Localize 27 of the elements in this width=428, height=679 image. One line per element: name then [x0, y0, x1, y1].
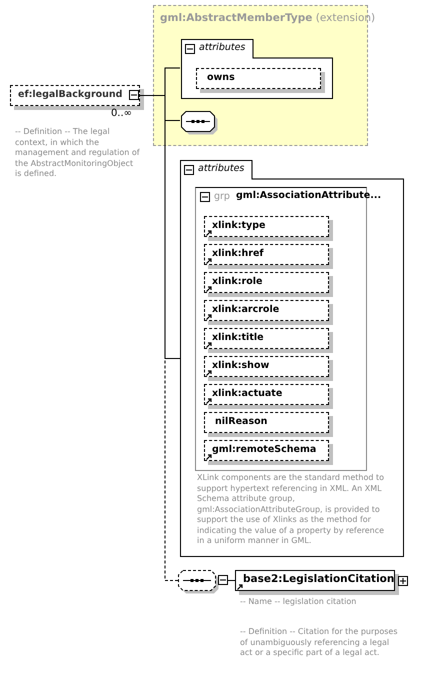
attribute-name: xlink:title: [212, 332, 264, 343]
element-name: ef:legalBackground: [18, 89, 122, 100]
cardinality-label: 0..∞: [110, 109, 132, 120]
sequence-compositor: [181, 111, 215, 132]
attributes-group: [181, 39, 333, 99]
group-tab-label: attributes: [199, 42, 246, 53]
annotation-text: -- Definition -- The legal context, in which the management and regulation of the AbstractMonitoringObject is defined.: [15, 127, 140, 180]
attribute-name: xlink:arcrole: [212, 304, 280, 315]
attribute-name: gml:remoteSchema: [212, 444, 316, 455]
attributes-group: [180, 160, 404, 557]
attribute-name: xlink:type: [212, 220, 266, 231]
sequence-compositor: [178, 570, 228, 591]
attribute-name: xlink:role: [212, 276, 262, 287]
attribute-name: owns: [207, 72, 235, 83]
type-heading: gml:AbstractMemberType (extension): [160, 12, 376, 24]
annotation-text: XLink components are the standard method to support hypertext referencing in XML. An XML Schema attribute group, gml:AssociationAttributeGroup, is provided to support the use of Xlinks as the method for indicating the value of a property by reference in a uniform manner in GML.: [197, 473, 386, 546]
attribute-name: xlink:href: [212, 248, 264, 259]
attribute-name: xlink:actuate: [212, 388, 282, 399]
element-name: base2:LegislationCitation: [243, 573, 394, 585]
annotation-text: -- Name -- legislation citation: [240, 597, 358, 608]
attribute-name: xlink:show: [212, 360, 270, 371]
annotation-text: -- Definition -- Citation for the purposes of unambiguously referencing a legal act or a specific part of a legal act.: [240, 627, 399, 658]
group-tab-label: attributes: [198, 163, 244, 174]
attribute-name: nilReason: [215, 416, 268, 427]
connector-line: [228, 580, 236, 581]
group-kind-label: grp: [214, 191, 230, 202]
group-name: gml:AssociationAttribute...: [236, 190, 382, 201]
